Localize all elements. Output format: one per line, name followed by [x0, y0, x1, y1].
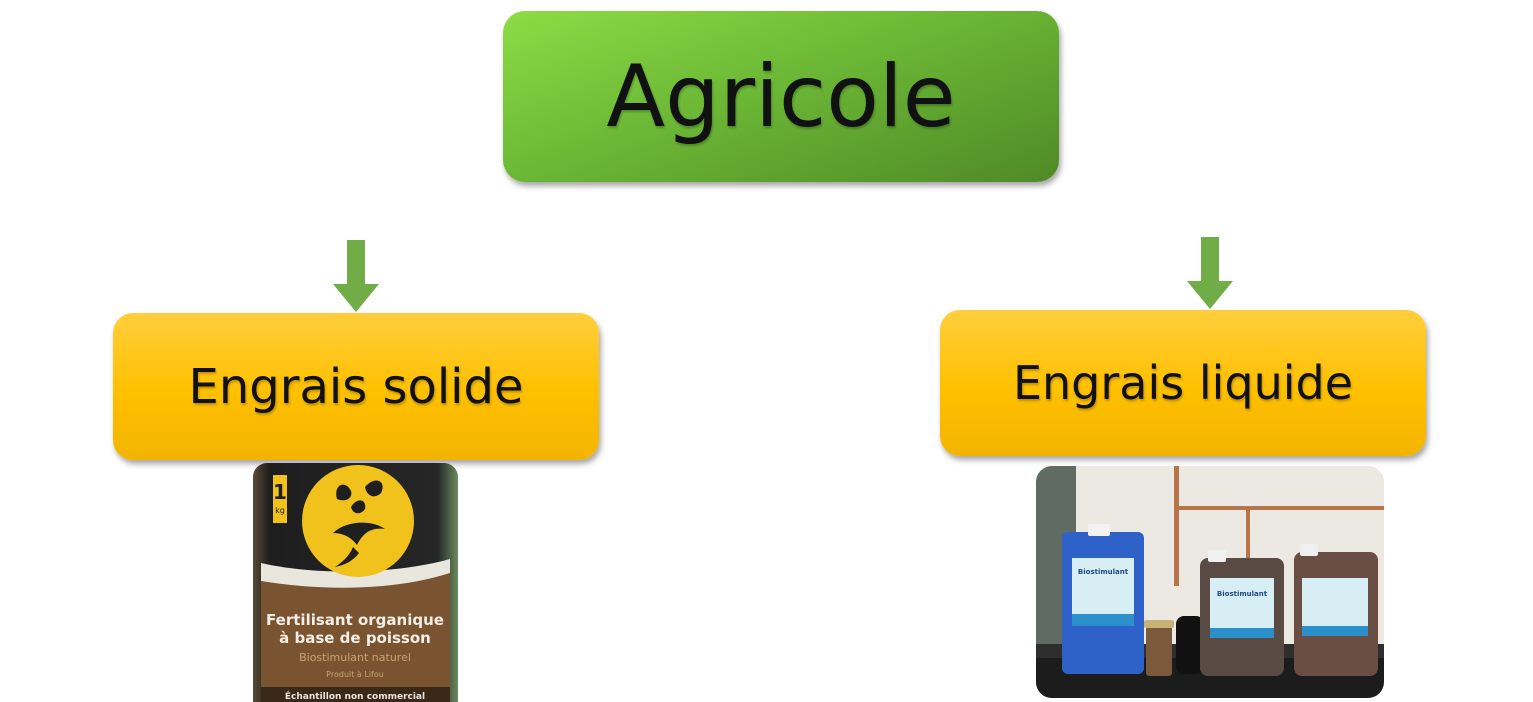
solid-fertilizer-photo: 1 kg Fertilisant organique à base de poi… [253, 463, 458, 702]
liquid-fertilizer-photo: Biostimulant Biostimulant [1036, 466, 1384, 698]
package-origin: Produit à Lifou [326, 670, 384, 679]
child-node-engrais-liquide: Engrais liquide [940, 310, 1426, 456]
root-node-label: Agricole [606, 46, 956, 147]
child-node-engrais-solide: Engrais solide [113, 313, 599, 460]
jug-label: Biostimulant [1217, 590, 1268, 598]
arrow-down-icon [333, 240, 379, 312]
root-node-agricole: Agricole [503, 11, 1059, 182]
package-subtitle: Biostimulant naturel [299, 651, 411, 664]
child-node-label: Engrais solide [188, 358, 524, 415]
package-title-line2: à base de poisson [279, 629, 431, 647]
package-unit: kg [275, 506, 285, 515]
jug-label: Biostimulant [1078, 568, 1129, 576]
package-size: 1 [273, 480, 287, 504]
package-footer: Échantillon non commercial [285, 690, 425, 702]
child-node-label: Engrais liquide [1012, 356, 1354, 410]
arrow-down-icon [1187, 237, 1233, 309]
package-title-line1: Fertilisant organique [266, 611, 444, 629]
